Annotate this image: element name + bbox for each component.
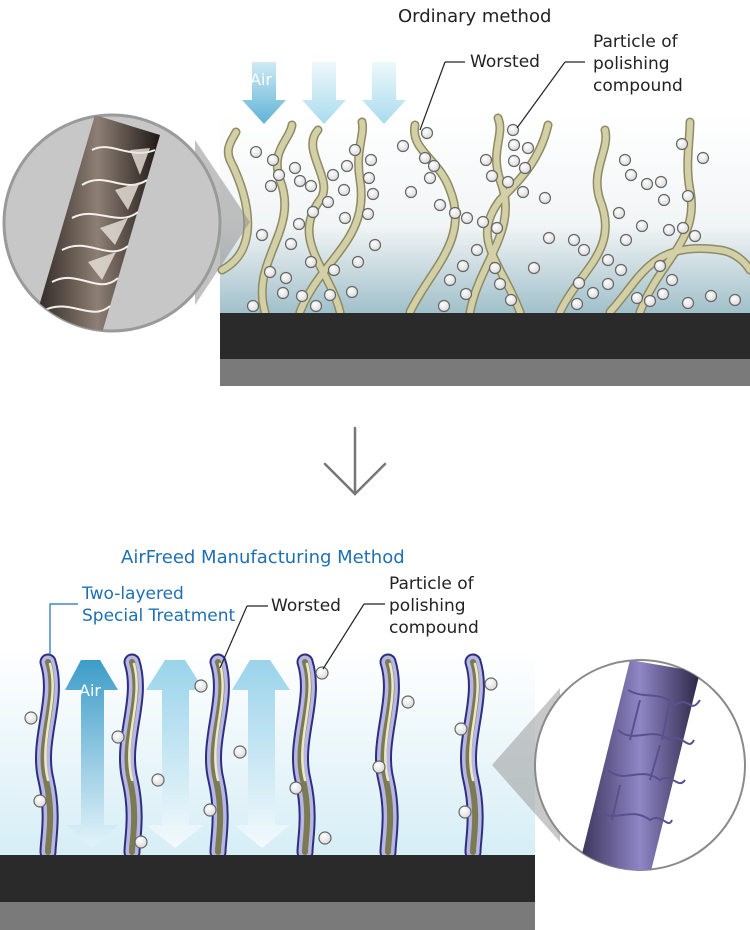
treatment-label-line-1: Two-layered: [82, 583, 184, 605]
bottom-particle-label-line-3: compound: [389, 617, 479, 639]
bottom-title: AirFreed Manufacturing Method: [121, 547, 405, 568]
top-particle-label-line-1: Particle of: [593, 31, 678, 53]
top-particle-label-line-3: compound: [593, 75, 683, 97]
coated-fiber-5: [383, 662, 392, 852]
bottom-particle-label-line-2: polishing: [389, 595, 466, 617]
bottom-worsted-label: Worsted: [271, 595, 341, 617]
coated-fiber-1: [43, 662, 52, 852]
bottom-base-dark: [0, 855, 535, 902]
air-arrow-down-2: [302, 62, 346, 124]
top-worsted-label: Worsted: [470, 51, 540, 73]
coated-fiber-4: [300, 662, 309, 852]
treatment-label-line-2: Special Treatment: [82, 605, 235, 627]
coated-fiber-3: [213, 662, 222, 852]
top-base-grey: [220, 359, 750, 386]
bottom-air-label: Air: [79, 680, 101, 702]
bottom-panel: [0, 650, 745, 930]
top-panel: [4, 62, 750, 386]
air-arrow-down-3: [362, 62, 406, 124]
bottom-particle-label-line-1: Particle of: [389, 573, 474, 595]
coated-fiber-6: [468, 662, 477, 852]
coated-fiber-2: [127, 662, 136, 852]
top-base-dark: [220, 313, 750, 359]
down-arrow-icon: [325, 428, 385, 494]
top-title: Ordinary method: [398, 6, 551, 27]
top-particle-label-line-2: polishing: [593, 53, 670, 75]
bottom-base-grey: [0, 902, 535, 930]
top-air-label: Air: [250, 69, 272, 91]
